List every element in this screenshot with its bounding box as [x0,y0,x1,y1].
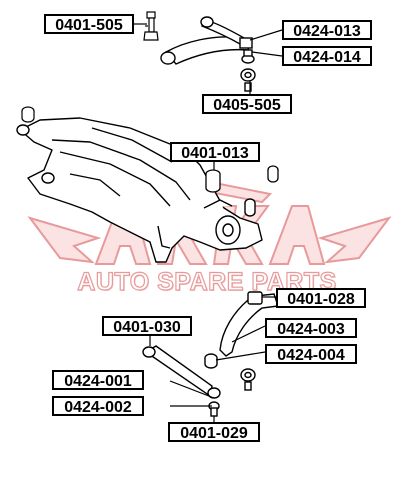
part-label-0424-014[interactable]: 0424-014 [282,46,372,66]
part-label-0405-505[interactable]: 0405-505 [202,94,292,114]
part-label-0424-002[interactable]: 0424-002 [52,396,144,416]
part-label-0401-013[interactable]: 0401-013 [170,142,260,162]
mount-bushings-drawing [205,165,279,193]
part-label-0401-028[interactable]: 0401-028 [276,288,366,308]
small-bushing-drawing [21,106,35,123]
part-label-0401-030[interactable]: 0401-030 [102,316,192,336]
upper-control-arm-drawing [160,16,256,92]
part-label-0424-001[interactable]: 0424-001 [52,370,144,390]
bolt-0401-505-drawing [143,11,159,41]
lower-arm-right-drawing [204,291,279,391]
lower-arm-left-drawing [142,345,221,417]
part-label-0424-013[interactable]: 0424-013 [282,20,372,40]
part-label-0401-029[interactable]: 0401-029 [168,422,260,442]
part-label-0401-505[interactable]: 0401-505 [44,14,134,34]
part-label-0424-004[interactable]: 0424-004 [265,344,357,364]
crossmember-subframe-drawing [16,117,263,263]
part-label-0424-003[interactable]: 0424-003 [265,318,357,338]
